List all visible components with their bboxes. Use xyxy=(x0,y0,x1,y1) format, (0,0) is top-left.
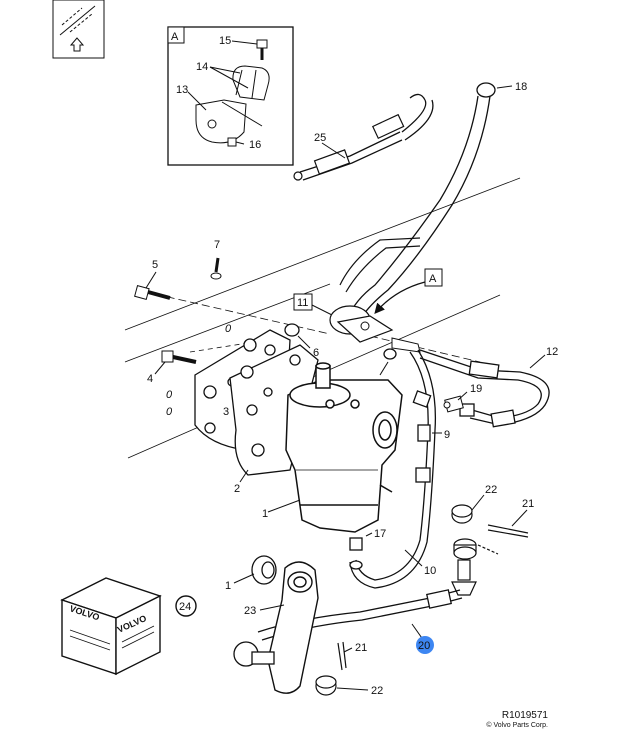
detail-label: A xyxy=(171,31,179,43)
callout-1-washer: 1 xyxy=(225,580,231,592)
detail-inset: A 15 14 13 16 xyxy=(167,26,294,166)
callout-20: 20 xyxy=(418,640,430,652)
hose-18 xyxy=(339,82,513,321)
washer-1 xyxy=(251,555,277,585)
callout-11-box xyxy=(293,293,313,311)
callout-19: 19 xyxy=(470,383,482,395)
drag-link-20 xyxy=(257,589,463,641)
bolt-5 xyxy=(134,285,171,300)
callout-20-highlight xyxy=(416,636,434,654)
castle-nut-22-bottom xyxy=(315,675,337,696)
callout-23: 23 xyxy=(244,605,256,617)
reference-code: R1019571 xyxy=(501,710,548,721)
ball-stud xyxy=(451,559,477,596)
hose-25 xyxy=(293,93,434,181)
bolt-7 xyxy=(210,257,222,280)
view-arrow-a: A xyxy=(374,268,443,314)
callout-11: 11 xyxy=(297,297,308,309)
hose-12 xyxy=(419,349,550,428)
callout-22-top: 22 xyxy=(485,484,497,496)
callout-5: 5 xyxy=(152,259,158,271)
callout-18: 18 xyxy=(515,81,527,93)
callout-7: 7 xyxy=(214,239,220,251)
pipe-10 xyxy=(349,349,437,589)
nut-8 xyxy=(383,348,397,360)
callout-25: 25 xyxy=(314,132,326,144)
callout-1-gear: 1 xyxy=(262,508,268,520)
washer-6 xyxy=(284,323,300,337)
washer-stack xyxy=(453,538,499,560)
index-mark-2: 0 xyxy=(166,389,173,401)
callout-15: 15 xyxy=(219,35,231,47)
callout-2: 2 xyxy=(234,483,240,495)
callout-16: 16 xyxy=(249,139,261,151)
steering-gear-1 xyxy=(285,362,403,533)
orientation-icon xyxy=(52,0,105,59)
callout-10: 10 xyxy=(424,565,436,577)
index-mark-3: 0 xyxy=(166,406,173,418)
pitman-arm-23 xyxy=(267,561,319,694)
callout-9: 9 xyxy=(444,429,450,441)
callout-14: 14 xyxy=(196,61,208,73)
cotter-pin-21-bottom xyxy=(337,641,347,671)
callout-21-bottom: 21 xyxy=(355,642,367,654)
callout-22-bottom: 22 xyxy=(371,685,383,697)
castle-nut-22-top xyxy=(451,504,473,524)
callout-24-circle xyxy=(175,595,197,617)
callout-4: 4 xyxy=(147,373,153,385)
volvo-parts-kit-box xyxy=(60,577,162,676)
bolt-4 xyxy=(161,350,197,364)
callout-3: 3 xyxy=(223,406,229,418)
callout-21-top: 21 xyxy=(522,498,534,510)
connection-clamp xyxy=(329,305,421,353)
callout-6: 6 xyxy=(313,347,319,359)
arrow-a-label: A xyxy=(429,273,437,285)
index-mark-1: 0 xyxy=(225,323,232,335)
copyright-notice: © Volvo Parts Corp. xyxy=(486,722,548,729)
lower-ball-joint xyxy=(233,641,275,667)
callout-13: 13 xyxy=(176,84,188,96)
callout-17: 17 xyxy=(374,528,386,540)
callout-12: 12 xyxy=(546,346,558,358)
callout-24: 24 xyxy=(179,601,191,613)
cotter-pin-21-top xyxy=(487,524,529,538)
